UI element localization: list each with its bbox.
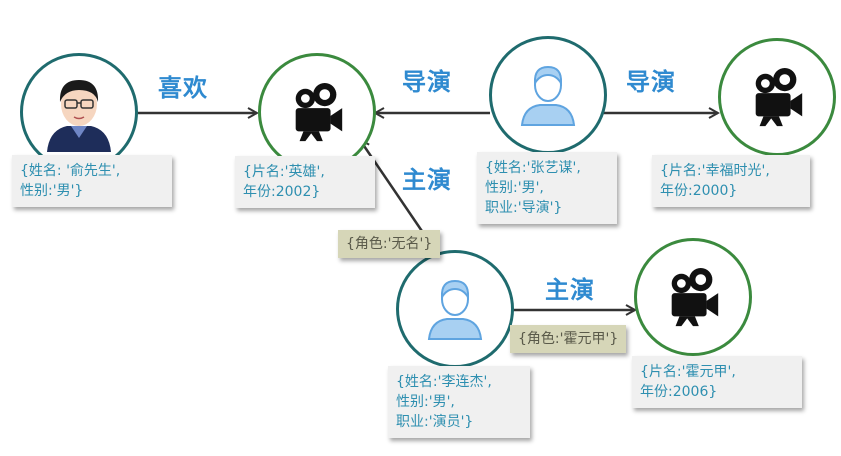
node-props-yu: {姓名: '俞先生', 性别:'男'} — [12, 155, 172, 207]
cartoon-avatar-icon — [47, 80, 111, 152]
node-props-hero: {片名:'英雄', 年份:2002} — [235, 156, 375, 208]
node-movie-fearless[interactable] — [634, 238, 752, 356]
relation-label-directs-happy: 导演 — [626, 68, 676, 96]
relation-label-directs-hero: 导演 — [402, 68, 452, 96]
node-props-li: {姓名:'李连杰', 性别:'男', 职业:'演员'} — [388, 366, 530, 438]
relation-label-acts-hero: 主演 — [402, 166, 452, 194]
node-movie-happy-times[interactable] — [718, 38, 836, 156]
node-props-fearless: {片名:'霍元甲', 年份:2006} — [632, 356, 802, 408]
movie-camera-icon — [755, 67, 803, 127]
user-icon — [427, 279, 483, 340]
node-person-li[interactable] — [396, 250, 514, 368]
movie-camera-icon — [295, 82, 343, 142]
node-props-happy-times: {片名:'幸福时光', 年份:2000} — [652, 155, 810, 207]
node-person-yu[interactable] — [20, 53, 138, 171]
node-movie-hero[interactable] — [258, 53, 376, 171]
movie-camera-icon — [671, 267, 719, 327]
node-props-zhang: {姓名:'张艺谋', 性别:'男', 职业:'导演'} — [477, 152, 617, 224]
relation-label-likes: 喜欢 — [158, 74, 208, 102]
node-person-zhang[interactable] — [489, 36, 607, 154]
user-icon — [520, 65, 576, 126]
edge-props-acts-hero: {角色:'无名'} — [338, 230, 441, 258]
edge-props-acts-fearless: {角色:'霍元甲'} — [510, 325, 627, 353]
relation-label-acts-fearless: 主演 — [545, 276, 595, 304]
